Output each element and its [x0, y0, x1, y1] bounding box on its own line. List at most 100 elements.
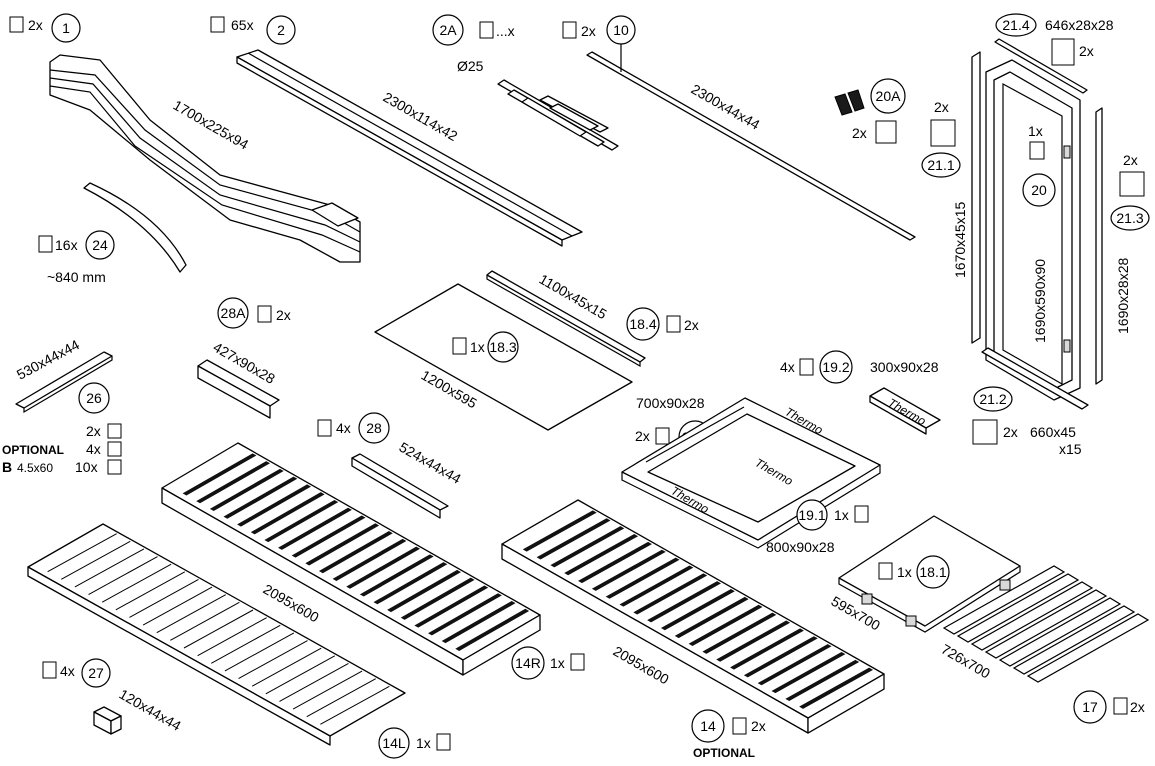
qty-checkbox[interactable]	[210, 16, 225, 33]
slat-gap	[743, 636, 818, 678]
qty-checkbox[interactable]	[878, 562, 893, 580]
part-1-dim: 1700x225x94	[171, 97, 252, 153]
slat-gap	[346, 546, 421, 589]
part-10-dim: 2300x44x44	[689, 81, 763, 133]
slat-gap	[197, 617, 267, 657]
part-14l-circle	[378, 727, 410, 759]
part-21-3-dim: 1690x28x28	[1115, 257, 1131, 334]
slat-gap	[223, 476, 298, 519]
part-19-2-dim: 300x90x28	[870, 359, 939, 375]
slat-gap	[115, 571, 186, 611]
slat-gap	[633, 573, 708, 615]
qty-checkbox[interactable]	[107, 441, 122, 457]
qty-checkbox[interactable]	[1029, 141, 1045, 160]
slat-gap	[74, 548, 145, 588]
qty-checkbox[interactable]	[930, 119, 956, 147]
qty-checkbox[interactable]	[452, 337, 467, 355]
part-1-shape	[49, 54, 361, 263]
slat-gap	[306, 678, 376, 718]
qty-checkbox[interactable]	[875, 120, 897, 144]
qty-checkbox[interactable]	[38, 235, 53, 253]
slat-gap	[605, 557, 680, 599]
slat-gap	[647, 581, 722, 623]
qty-checkbox[interactable]	[799, 358, 814, 376]
part-14r-circle	[511, 646, 545, 680]
duckboard-slat	[998, 597, 1122, 667]
qty-checkbox[interactable]	[570, 653, 585, 671]
slat-gap	[61, 540, 131, 580]
part-19-1-circle	[796, 499, 828, 531]
part-17: 726x700 17 2x	[939, 565, 1150, 724]
slat-gap	[387, 569, 461, 613]
slat-gap	[211, 624, 281, 664]
part-28a-qty: 2x	[276, 307, 291, 323]
part-18-1-id: 18.1	[919, 564, 946, 580]
qty-checkbox[interactable]	[42, 661, 57, 679]
part-21-2-id: 21.2	[979, 391, 1006, 407]
qty-checkbox[interactable]	[972, 419, 998, 445]
qty-checkbox[interactable]	[257, 305, 272, 323]
part-10-qty: 2x	[581, 23, 596, 39]
part-14-note: OPTIONAL	[693, 746, 755, 760]
qty-checkbox[interactable]	[107, 459, 122, 475]
qty-checkbox[interactable]	[666, 315, 681, 333]
optional-line1-qty: 2x	[86, 423, 101, 439]
part-14r-id: 14R	[515, 655, 541, 671]
slat-gap	[716, 620, 791, 662]
slat-gap	[224, 632, 295, 672]
qty-checkbox[interactable]	[317, 419, 332, 437]
slat-gap	[619, 565, 694, 607]
qty-checkbox[interactable]	[854, 505, 869, 523]
qty-checkbox[interactable]	[9, 16, 24, 33]
part-24-id: 24	[92, 237, 108, 253]
part-28-dim: 524x44x44	[397, 439, 465, 487]
part-24-circle	[85, 230, 115, 260]
part-18-4-shape	[486, 270, 646, 363]
slat-gap	[688, 604, 763, 646]
part-18-1: 1x 18.1 595x700	[829, 515, 1021, 634]
part-28a-circle	[217, 297, 249, 329]
duckboard-slat	[970, 581, 1094, 651]
part-1-circle	[51, 13, 81, 43]
part-18-4-dim: 1100x45x15	[537, 271, 610, 323]
part-17-slats	[942, 565, 1150, 683]
duckboard-slat	[984, 589, 1108, 659]
qty-checkbox[interactable]	[1051, 38, 1075, 66]
part-28a-id: 28A	[221, 305, 247, 321]
slat-gap	[318, 531, 393, 574]
part-24-qty: 16x	[55, 237, 78, 253]
qty-checkbox[interactable]	[1113, 697, 1128, 715]
slat-gap	[591, 549, 666, 591]
qty-checkbox[interactable]	[655, 427, 670, 445]
slat-gap	[264, 499, 339, 543]
part-21-1-qty: 2x	[934, 99, 949, 115]
part-21-4-shape	[994, 38, 1088, 94]
part-2-circle	[266, 15, 296, 45]
hinge-icon	[1063, 145, 1071, 159]
part-1: 2x 1 1700x225x94	[9, 13, 361, 263]
qty-checkbox[interactable]	[1119, 171, 1145, 197]
part-28a: 28A 2x 427x90x28	[197, 297, 291, 419]
part-20a-id: 20A	[876, 88, 902, 104]
qty-checkbox[interactable]	[107, 423, 122, 439]
optional-line2-qty: 4x	[86, 441, 101, 457]
part-27-circle	[81, 658, 111, 688]
qty-checkbox[interactable]	[479, 21, 494, 39]
part-20-qty: 1x	[1028, 123, 1043, 139]
part-19-1-qty: 1x	[834, 507, 849, 523]
part-14-circle	[691, 709, 725, 743]
slat-gap	[292, 670, 363, 710]
part-2a-qty: ...x	[496, 23, 515, 39]
part-26-id: 26	[86, 390, 102, 406]
part-14l: 14L 1x	[27, 523, 451, 759]
part-2a-dim: Ø25	[457, 58, 484, 74]
slat-gap	[251, 647, 322, 687]
qty-checkbox[interactable]	[562, 21, 577, 39]
qty-checkbox[interactable]	[732, 717, 747, 735]
qty-checkbox[interactable]	[436, 733, 451, 751]
part-10-shape	[586, 51, 916, 241]
part-14r: 2095x600 14R 1x	[161, 442, 585, 680]
part-20-dim: 1690x590x90	[1032, 259, 1048, 343]
slat-gap	[564, 534, 639, 576]
